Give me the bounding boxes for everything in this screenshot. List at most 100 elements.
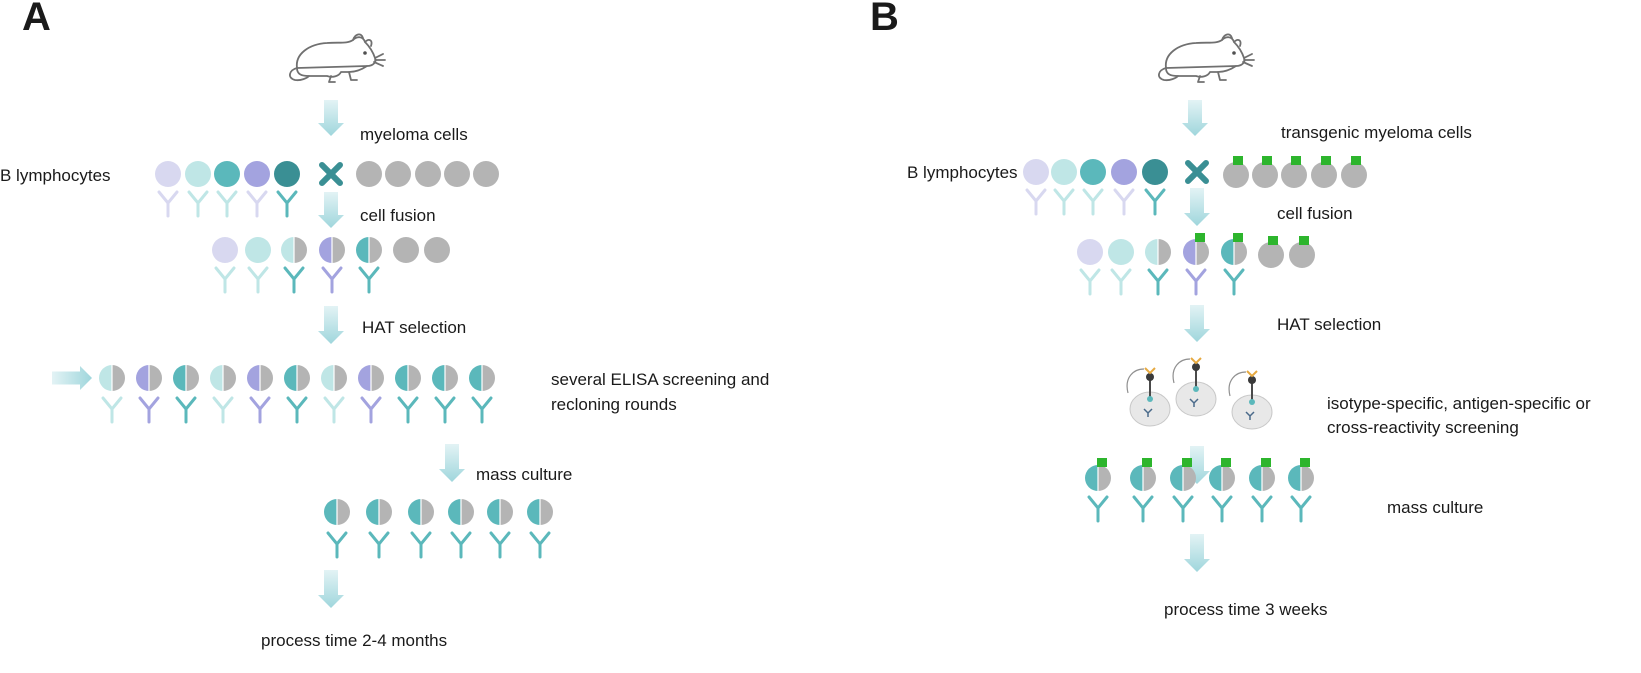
b-lymphocyte-cell-icon bbox=[214, 161, 240, 187]
myeloma-cell-icon bbox=[415, 161, 441, 187]
hybridoma-cell-icon bbox=[366, 499, 392, 525]
myeloma-cell-icon bbox=[356, 161, 382, 187]
myeloma-cell-icon bbox=[424, 237, 450, 263]
transgene-tag-icon bbox=[1321, 156, 1331, 165]
cell-icon bbox=[212, 237, 238, 263]
hybridoma-cell-icon bbox=[1249, 465, 1275, 491]
hybridoma-cell-icon bbox=[1221, 239, 1247, 265]
mouse-icon bbox=[289, 33, 386, 83]
b-lymphocyte-cell-icon bbox=[1111, 159, 1137, 185]
mouse-icon bbox=[1158, 33, 1255, 83]
antibody-icon bbox=[529, 531, 551, 559]
fusion-cross-icon bbox=[319, 162, 343, 186]
right-arrow-icon bbox=[52, 366, 92, 390]
panel-a-mass-culture-label: mass culture bbox=[476, 465, 572, 484]
hybridoma-cell-icon bbox=[469, 365, 495, 391]
antibody-icon bbox=[246, 190, 268, 218]
antibody-icon bbox=[276, 190, 298, 218]
antibody-icon bbox=[1223, 268, 1245, 296]
hybridoma-cell-icon bbox=[1130, 465, 1156, 491]
b-lymphocyte-cell-icon bbox=[1142, 159, 1168, 185]
antibody-icon bbox=[323, 396, 345, 424]
cell-icon bbox=[1077, 239, 1103, 265]
antibody-icon bbox=[1185, 268, 1207, 296]
panel-b-mass-culture-label: mass culture bbox=[1387, 498, 1483, 517]
b-lymphocyte-cell-icon bbox=[155, 161, 181, 187]
myeloma-cell-icon bbox=[473, 161, 499, 187]
panel-b-myeloma-label: transgenic myeloma cells bbox=[1281, 123, 1472, 142]
down-arrow-icon bbox=[1184, 305, 1210, 342]
antibody-icon bbox=[1147, 268, 1169, 296]
antibody-icon bbox=[1172, 495, 1194, 523]
transgene-tag-icon bbox=[1142, 458, 1152, 467]
hybridoma-cell-icon bbox=[358, 365, 384, 391]
antibody-icon bbox=[397, 396, 419, 424]
panel-a-b-lymphocytes-label: B lymphocytes bbox=[0, 166, 111, 185]
antibody-icon bbox=[471, 396, 493, 424]
transgene-tag-icon bbox=[1195, 233, 1205, 242]
hybridoma-cell-icon bbox=[1085, 465, 1111, 491]
hybridoma-cell-icon bbox=[432, 365, 458, 391]
myeloma-cell-icon bbox=[1258, 242, 1284, 268]
screening-well-icon bbox=[1172, 357, 1217, 417]
transgene-tag-icon bbox=[1262, 156, 1272, 165]
transgene-tag-icon bbox=[1351, 156, 1361, 165]
down-arrow-icon bbox=[318, 306, 344, 344]
down-arrow-icon bbox=[318, 192, 344, 228]
hybridoma-cell-icon bbox=[99, 365, 125, 391]
down-arrow-icon bbox=[1184, 534, 1210, 572]
antibody-icon bbox=[450, 531, 472, 559]
panel-a-cell-fusion-label: cell fusion bbox=[360, 206, 436, 225]
antibody-icon bbox=[1082, 188, 1104, 216]
antibody-icon bbox=[1144, 188, 1166, 216]
hybridoma-cell-icon bbox=[527, 499, 553, 525]
antibody-icon bbox=[1211, 495, 1233, 523]
transgene-tag-icon bbox=[1233, 233, 1243, 242]
antibody-icon bbox=[249, 396, 271, 424]
hybridoma-cell-icon bbox=[324, 499, 350, 525]
transgene-tag-icon bbox=[1261, 458, 1271, 467]
antibody-icon bbox=[1110, 268, 1132, 296]
antibody-icon bbox=[1132, 495, 1154, 523]
hybridoma-cell-icon bbox=[1183, 239, 1209, 265]
panel-b-letter: B bbox=[870, 0, 899, 39]
hybridoma-cell-icon bbox=[1209, 465, 1235, 491]
antibody-icon bbox=[216, 190, 238, 218]
antibody-icon bbox=[489, 531, 511, 559]
antibody-icon bbox=[247, 266, 269, 294]
panel-b-cell-fusion-label: cell fusion bbox=[1277, 204, 1353, 223]
antibody-icon bbox=[1113, 188, 1135, 216]
b-lymphocyte-cell-icon bbox=[244, 161, 270, 187]
antibody-icon bbox=[175, 396, 197, 424]
antibody-icon bbox=[326, 531, 348, 559]
hybridoma-cell-icon bbox=[319, 237, 345, 263]
transgene-tag-icon bbox=[1221, 458, 1231, 467]
transgene-tag-icon bbox=[1291, 156, 1301, 165]
hybridoma-cell-icon bbox=[1145, 239, 1171, 265]
antibody-icon bbox=[1251, 495, 1273, 523]
hybridoma-cell-icon bbox=[487, 499, 513, 525]
screening-well-icon bbox=[1228, 370, 1273, 430]
b-lymphocyte-cell-icon bbox=[1023, 159, 1049, 185]
antibody-icon bbox=[1079, 268, 1101, 296]
cell-icon bbox=[245, 237, 271, 263]
b-lymphocyte-cell-icon bbox=[1080, 159, 1106, 185]
antibody-icon bbox=[286, 396, 308, 424]
transgene-tag-icon bbox=[1097, 458, 1107, 467]
antibody-icon bbox=[358, 266, 380, 294]
down-arrow-icon bbox=[318, 570, 344, 608]
hybridoma-cell-icon bbox=[1170, 465, 1196, 491]
antibody-icon bbox=[1087, 495, 1109, 523]
transgene-tag-icon bbox=[1182, 458, 1192, 467]
panel-a-hat-label: HAT selection bbox=[362, 318, 466, 337]
antibody-icon bbox=[283, 266, 305, 294]
down-arrow-icon bbox=[1182, 100, 1208, 136]
screening-well-icon bbox=[1126, 367, 1171, 427]
down-arrow-icon bbox=[1184, 188, 1210, 226]
antibody-icon bbox=[1053, 188, 1075, 216]
hybridoma-cell-icon bbox=[284, 365, 310, 391]
myeloma-cell-icon bbox=[1341, 162, 1367, 188]
hybridoma-cell-icon bbox=[395, 365, 421, 391]
